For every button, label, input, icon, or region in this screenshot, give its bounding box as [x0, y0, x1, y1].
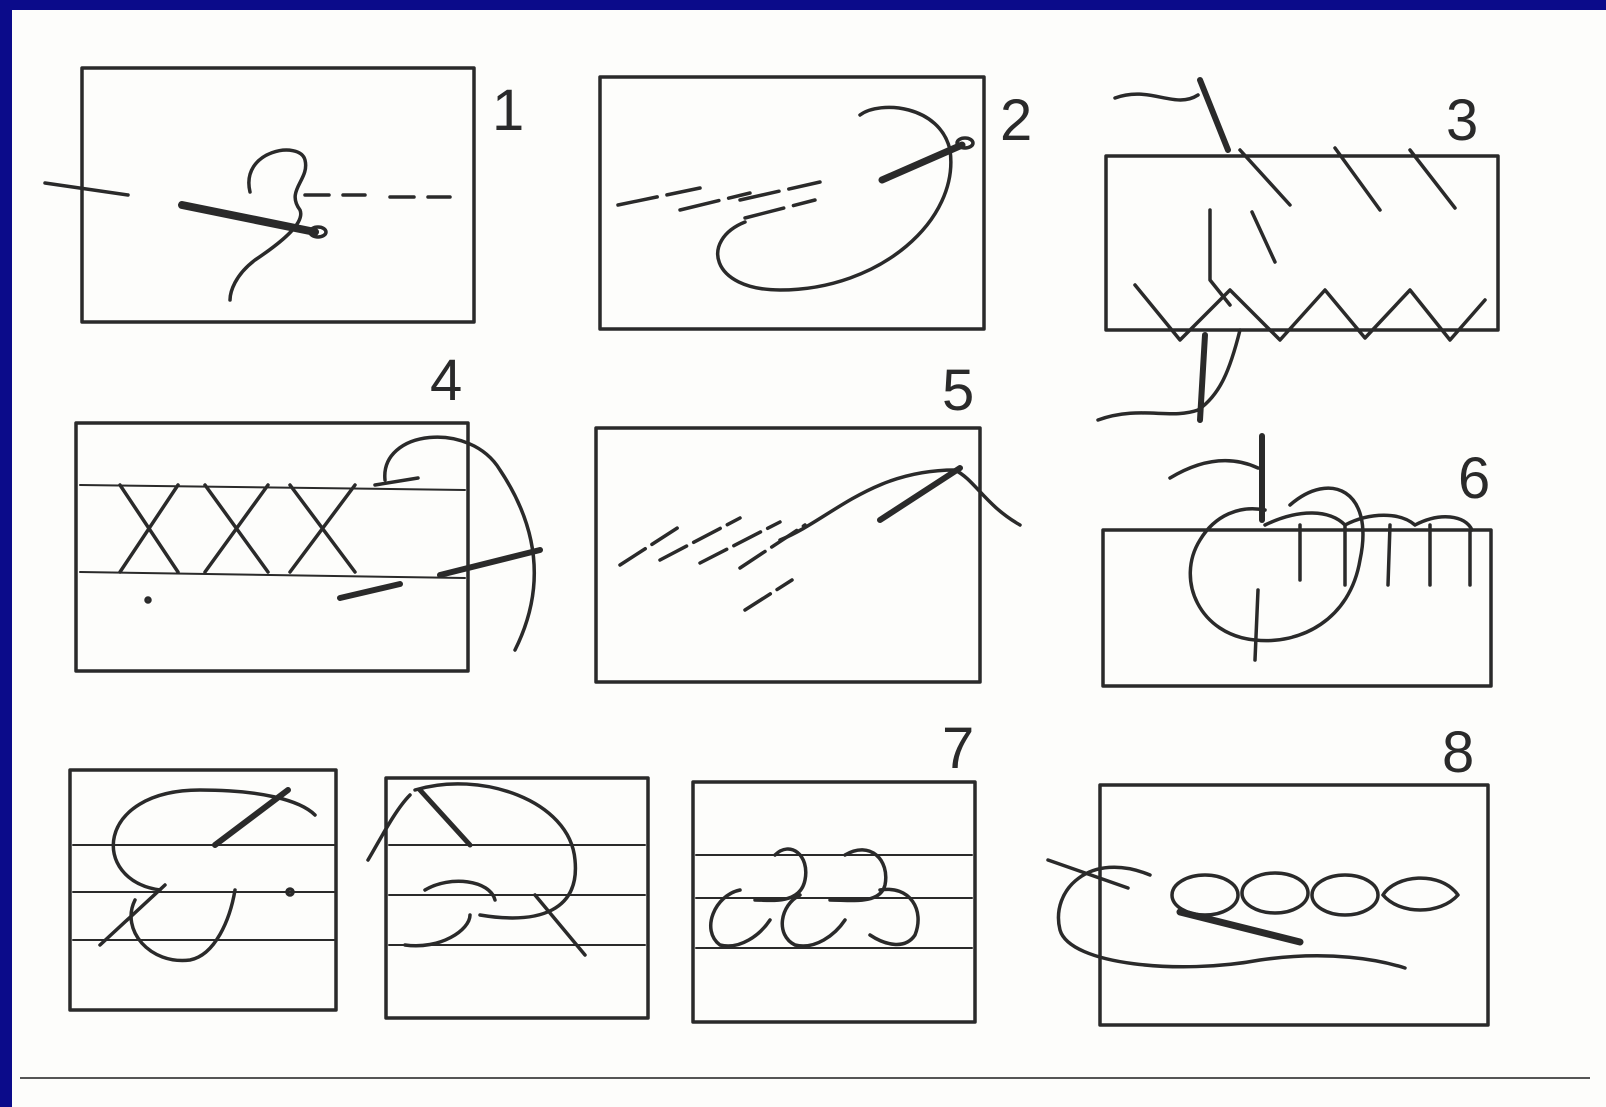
fabric-frame — [1103, 530, 1491, 686]
stem-stitch-lines — [620, 518, 805, 610]
back-stitch-lines — [618, 182, 820, 218]
thread-loop — [385, 437, 534, 650]
needle-icon — [880, 468, 960, 520]
thread-segment — [368, 795, 410, 860]
thread-loop — [113, 790, 315, 890]
panel-7-chain-stitch — [70, 770, 975, 1022]
panel-6-blanket-stitch — [1103, 436, 1491, 686]
thread-segment — [100, 885, 165, 945]
fabric-frame — [70, 770, 336, 1010]
guide-lines — [73, 845, 334, 940]
fabric-frame — [596, 428, 980, 682]
panel-number-2: 2 — [1000, 88, 1032, 153]
fabric-frame — [386, 778, 648, 1018]
panel-number-3: 3 — [1446, 88, 1478, 153]
needle-icon — [1200, 80, 1228, 150]
running-stitch-line — [305, 195, 450, 197]
thread-segment — [45, 183, 128, 195]
needle-icon — [215, 790, 288, 845]
panel-8-chain-stitch — [1048, 785, 1488, 1025]
dot — [146, 598, 150, 602]
cross-stitches — [120, 478, 418, 572]
blanket-stitch-legs — [1300, 525, 1470, 585]
needle-icon — [182, 205, 315, 232]
thread-segment — [1098, 330, 1240, 420]
panel-number-4: 4 — [430, 348, 462, 413]
needle-icon — [340, 550, 540, 598]
fabric-frame — [1106, 156, 1498, 330]
panel-number-8: 8 — [1442, 720, 1474, 785]
chain-link — [1383, 878, 1458, 910]
thread-loop — [1190, 488, 1363, 640]
slant-stitches — [1240, 148, 1455, 262]
thread-segment — [1170, 461, 1258, 478]
fabric-frame — [693, 782, 975, 1022]
guide-lines — [80, 485, 465, 578]
needle-icon — [1180, 912, 1300, 942]
chain-link — [1312, 875, 1378, 915]
panel-1-running-stitch — [45, 68, 474, 322]
panel-number-7: 7 — [942, 716, 974, 781]
fabric-frame — [1100, 785, 1488, 1025]
panel-4-cross-stitch — [76, 423, 540, 671]
panel-5-stem-stitch — [596, 428, 1020, 682]
left-border — [0, 0, 12, 1107]
guide-lines — [389, 845, 645, 945]
panel-number-1: 1 — [492, 78, 524, 143]
panel-numbers: 1 2 3 4 5 6 7 8 — [430, 78, 1490, 785]
panel-number-6: 6 — [1458, 446, 1490, 511]
panel-3-overcast-stitch — [1098, 80, 1498, 420]
thread-segment — [1255, 590, 1258, 660]
chain-link — [1242, 873, 1308, 913]
fabric-frame — [82, 68, 474, 322]
needle-icon — [420, 790, 470, 845]
blanket-loops — [1265, 513, 1472, 530]
panel-number-5: 5 — [942, 358, 974, 423]
panel-2-back-stitch — [600, 77, 984, 329]
thread-segment — [1115, 94, 1198, 100]
